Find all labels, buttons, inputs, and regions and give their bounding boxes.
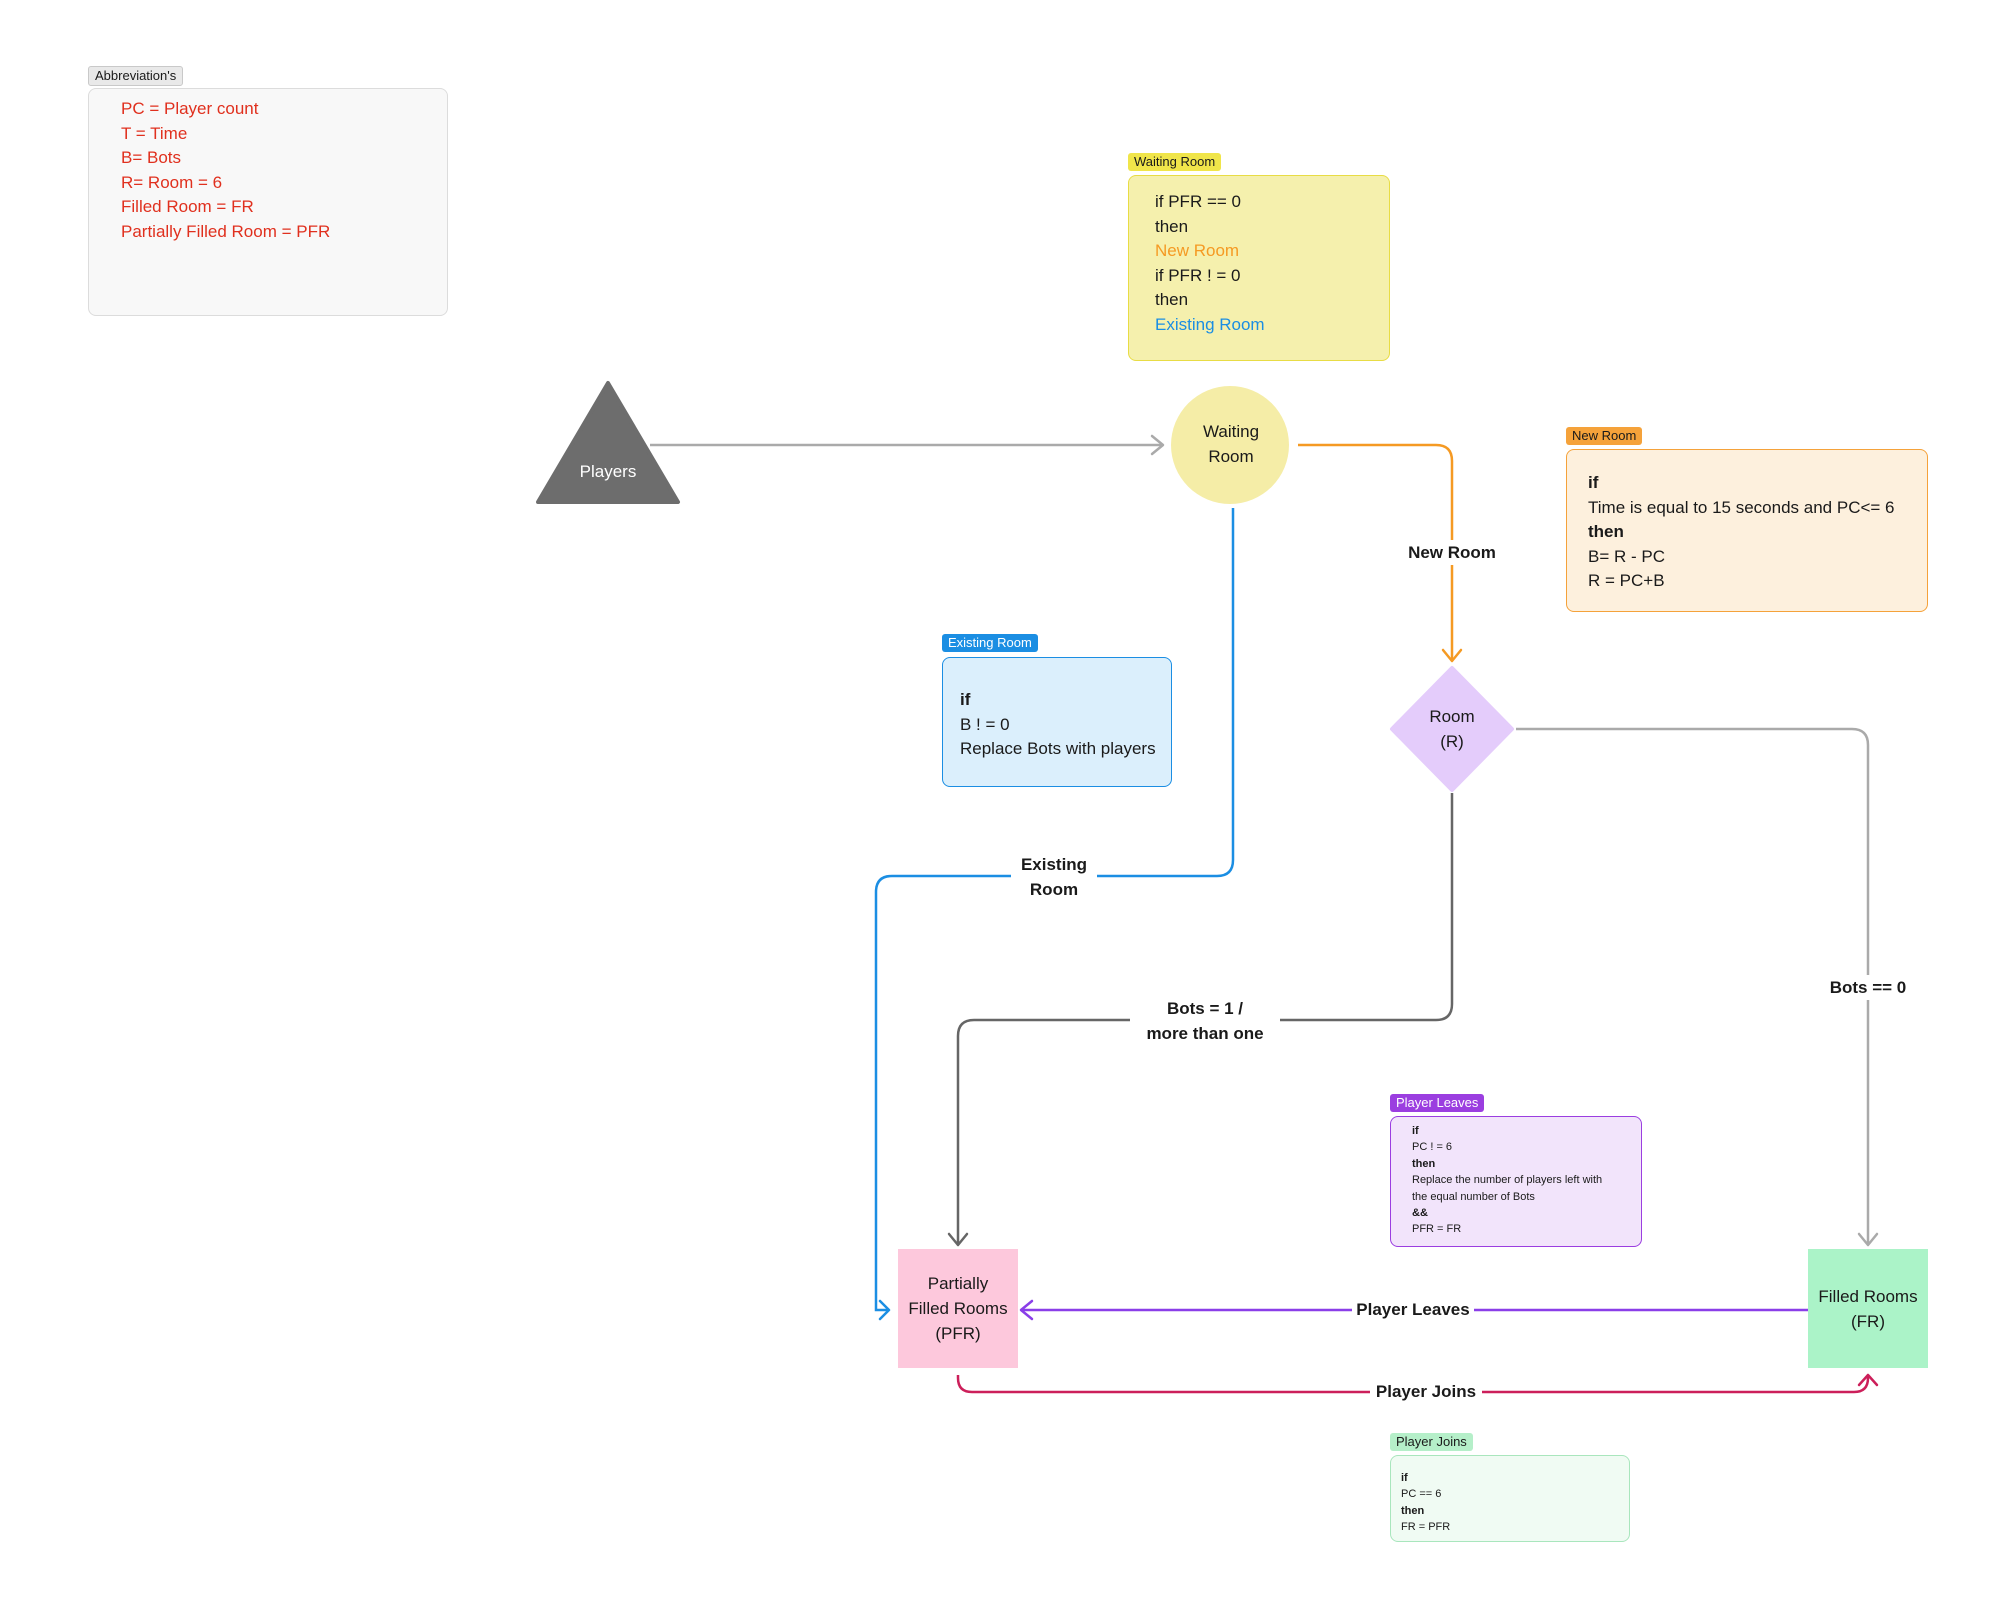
edge-label-bots-one-or-more: Bots = 1 / more than one [1130,996,1280,1046]
fr-label-line-1: Filled Rooms [1818,1287,1918,1306]
new-room-tag: New Room [1566,427,1643,445]
edge-players-to-waiting-room[interactable] [650,434,1165,456]
waiting-room-note-line: then [1155,216,1189,236]
abbreviation-line: Partially Filled Room = PFR [121,221,331,241]
player-joins-note-line-if: if [1401,1472,1408,1484]
edge-label-bots-zero-text: Bots == 0 [1829,978,1907,997]
edge-label-player-joins: Player Joins [1370,1379,1482,1404]
waiting-room-label-line-1: Waiting [1202,422,1260,441]
player-joins-tag: Player Joins [1390,1433,1473,1451]
waiting-room-label-line-2: Room [1208,447,1254,466]
pfr-label-line-2: Filled Rooms [908,1299,1008,1318]
waiting-room-note-line-existing-room: Existing Room [1155,314,1265,334]
player-leaves-tag: Player Leaves [1390,1094,1485,1112]
edge-bots-zero[interactable] [1516,727,1879,1247]
edge-label-player-leaves: Player Leaves [1352,1297,1474,1322]
existing-room-note-line-if: if [960,690,971,709]
player-joins-tag-text: Player Joins [1396,1434,1467,1449]
existing-room-tag: Existing Room [942,634,1038,652]
edge-label-player-joins-text: Player Joins [1375,1382,1477,1401]
room-label-line-2: (R) [1440,732,1464,751]
edge-label-bots-one-or-more-line-2: more than one [1146,1024,1264,1043]
player-leaves-note-line: PC ! = 6 [1412,1141,1453,1154]
edge-existing-room[interactable] [874,508,1235,1321]
edge-new-room[interactable] [1298,443,1463,663]
player-leaves-note-line: PFR = FR [1412,1223,1462,1236]
room-node[interactable] [1390,666,1514,792]
existing-room-tag-text: Existing Room [948,635,1032,650]
player-joins-note[interactable]: if PC == 6 then FR = PFR [1390,1455,1630,1542]
new-room-note-line: Time is equal to 15 seconds and PC<= 6 [1588,497,1895,517]
fr-label: Filled Rooms (FR) [1808,1284,1928,1334]
abbreviation-line: R= Room = 6 [121,172,223,192]
existing-room-note-line: B ! = 0 [960,714,1010,734]
new-room-note-line-if: if [1588,473,1599,492]
waiting-room-label: Waiting Room [1171,419,1291,469]
edge-label-existing-room-line-1: Existing [1020,855,1088,874]
waiting-room-note-line: if PFR == 0 [1155,192,1241,211]
pfr-label-line-1: Partially [927,1274,989,1293]
player-leaves-note-line-and: && [1412,1207,1428,1220]
player-leaves-note-line: Replace the number of players left with [1412,1174,1603,1187]
new-room-note-line: R = PC+B [1588,571,1665,591]
player-joins-note-line: PC == 6 [1401,1488,1442,1501]
new-room-note[interactable]: if Time is equal to 15 seconds and PC<= … [1566,449,1928,612]
player-joins-note-line-then: then [1401,1504,1425,1517]
waiting-room-tag: Waiting Room [1128,153,1222,171]
edge-label-existing-room: Existing Room [1011,852,1097,902]
waiting-room-node[interactable] [1171,386,1289,504]
players-label-text: Players [579,462,637,481]
fr-label-line-2: (FR) [1851,1312,1885,1331]
partially-filled-rooms-node[interactable] [898,1249,1018,1368]
abbreviation-line: Filled Room = FR [121,197,254,217]
new-room-tag-text: New Room [1572,428,1637,443]
player-leaves-note-line-then: then [1412,1157,1436,1170]
player-leaves-note-line-if: if [1412,1125,1419,1137]
pfr-label: Partially Filled Rooms (PFR) [898,1271,1018,1346]
waiting-room-note-line-new-room: New Room [1155,241,1240,261]
abbreviations-note[interactable]: PC = Player count T = Time B= Bots R= Ro… [88,88,448,316]
waiting-room-tag-text: Waiting Room [1134,154,1216,169]
player-leaves-note-line: the equal number of Bots [1412,1190,1535,1203]
abbreviation-line: T = Time [121,123,188,143]
abbreviation-line: B= Bots [121,148,182,168]
abbreviations-tag: Abbreviation's [88,66,184,86]
abbreviation-line: PC = Player count [121,99,259,118]
edge-label-new-room-text: New Room [1408,543,1496,562]
room-label-line-1: Room [1429,707,1475,726]
edge-label-new-room: New Room [1402,540,1502,565]
edge-label-bots-one-or-more-line-1: Bots = 1 / [1166,999,1244,1018]
waiting-room-note-line: if PFR ! = 0 [1155,265,1241,285]
room-label: Room (R) [1392,704,1512,754]
existing-room-note[interactable]: if B ! = 0 Replace Bots with players [942,657,1172,787]
players-label: Players [548,459,668,484]
edge-label-existing-room-line-2: Room [1029,880,1079,899]
new-room-note-line: B= R - PC [1588,546,1665,566]
existing-room-note-line: Replace Bots with players [960,739,1156,759]
waiting-room-note-line: then [1155,290,1189,310]
player-leaves-tag-text: Player Leaves [1396,1095,1479,1110]
player-joins-note-line: FR = PFR [1401,1521,1451,1534]
players-node[interactable] [536,381,680,504]
edge-label-bots-zero: Bots == 0 [1818,975,1918,1000]
abbreviations-tag-text: Abbreviation's [95,68,177,83]
new-room-note-line-then: then [1588,522,1624,542]
pfr-label-line-3: (PFR) [935,1324,981,1343]
edge-label-player-leaves-text: Player Leaves [1356,1300,1470,1319]
waiting-room-note[interactable]: if PFR == 0 then New Room if PFR ! = 0 t… [1128,175,1390,361]
filled-rooms-node[interactable] [1808,1249,1928,1368]
player-leaves-note[interactable]: if PC ! = 6 then Replace the number of p… [1390,1116,1642,1247]
